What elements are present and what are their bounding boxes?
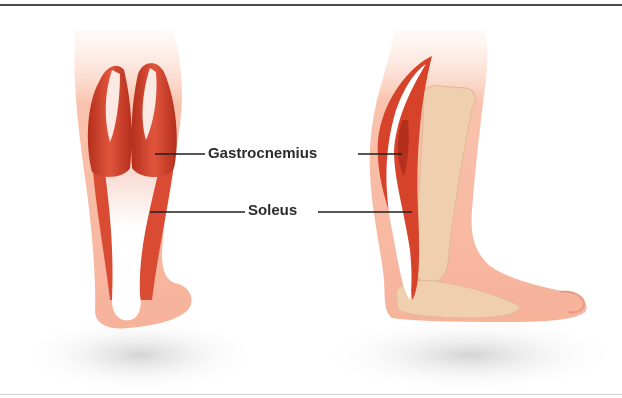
floor-shadow-left [20,317,260,393]
lateral-leg [370,30,587,322]
floor-shadow-right [320,317,620,393]
soleus-label: Soleus [245,202,300,219]
posterior-leg [74,30,191,328]
bottom-border [0,394,622,395]
gastrocnemius-label: Gastrocnemius [205,145,320,162]
